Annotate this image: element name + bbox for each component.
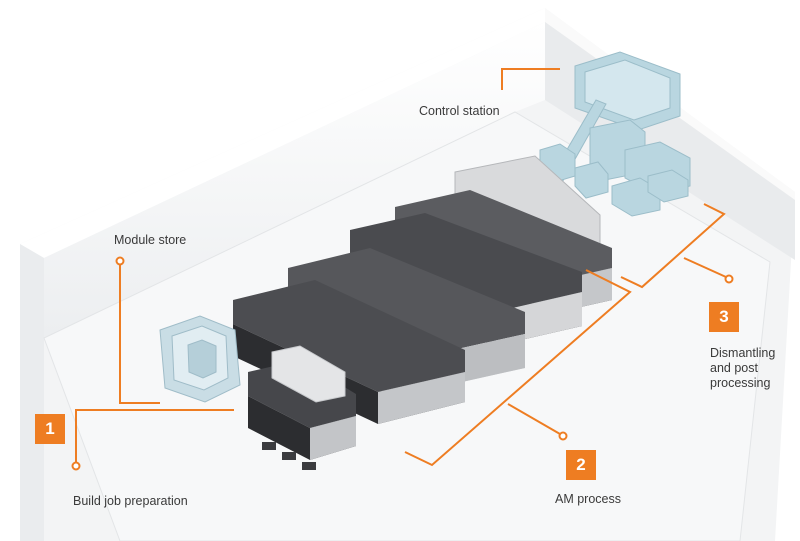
module-store-ring [159, 315, 241, 403]
step-1-badge: 1 [35, 414, 65, 444]
dismantling-label-line-2: and post [710, 361, 758, 375]
build-preparation-machine [248, 345, 356, 470]
control-station-label: Control station [419, 104, 500, 118]
step-2-badge: 2 [566, 450, 596, 480]
am-machine-row-1 [233, 280, 465, 424]
step-3-badge: 3 [709, 302, 739, 332]
callout-dots [71, 256, 734, 471]
control-station-equipment [539, 51, 691, 217]
dismantling-label-line-1: Dismantling [710, 346, 776, 360]
am-process-label: AM process [555, 492, 621, 506]
module-store-label: Module store [114, 233, 187, 247]
callout-lines [75, 68, 727, 467]
dismantling-label-line-3: processing [710, 376, 771, 390]
build-job-preparation-label: Build job preparation [73, 494, 188, 508]
